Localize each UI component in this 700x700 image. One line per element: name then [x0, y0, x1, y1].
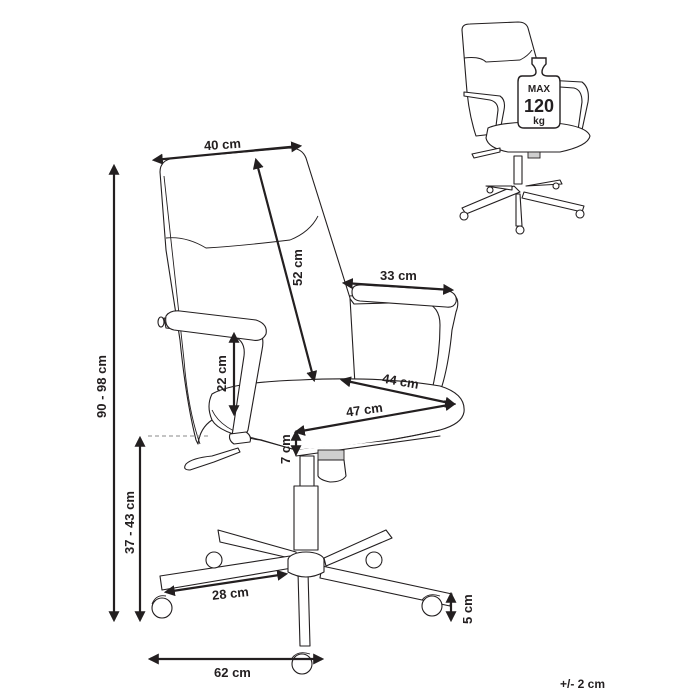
label-backrest-height: 52 cm: [290, 249, 305, 286]
label-backrest-width: 40 cm: [203, 136, 241, 154]
dimension-lines: [108, 141, 457, 665]
label-seat-height: 37 - 43 cm: [122, 491, 137, 554]
seat-width-arrow: [293, 400, 457, 436]
dimension-labels: 40 cm 52 cm 33 cm 44 cm 47 cm 22 cm 7 cm…: [94, 136, 605, 691]
label-base-width: 62 cm: [214, 665, 251, 680]
backrest-width-arrow: [151, 141, 303, 165]
seat-depth-arrow: [339, 376, 457, 408]
label-total-height: 90 - 98 cm: [94, 355, 109, 418]
label-caster-height: 5 cm: [460, 594, 475, 624]
max-load-thumbnail: MAX 120 kg: [459, 21, 591, 235]
label-armrest-length: 33 cm: [380, 268, 417, 283]
label-base-leg: 28 cm: [211, 584, 249, 603]
label-seat-width: 47 cm: [345, 400, 384, 420]
backrest-height-arrow: [252, 157, 318, 383]
badge-max: MAX: [528, 84, 551, 95]
badge-120: 120: [524, 96, 554, 116]
badge-kg: kg: [533, 116, 545, 127]
casters: [151, 551, 443, 675]
gas-lift: [293, 449, 347, 551]
label-armrest-height: 22 cm: [214, 355, 229, 392]
weight-icon: [517, 57, 561, 129]
height-lever: [184, 447, 241, 471]
weight-badge: MAX 120 kg: [517, 57, 561, 129]
label-seat-thickness: 7 cm: [278, 434, 293, 464]
tolerance-note: +/- 2 cm: [560, 677, 605, 691]
armrest-length-arrow: [341, 278, 455, 295]
base-leg-arrow: [163, 569, 289, 597]
label-seat-depth: 44 cm: [381, 371, 420, 392]
